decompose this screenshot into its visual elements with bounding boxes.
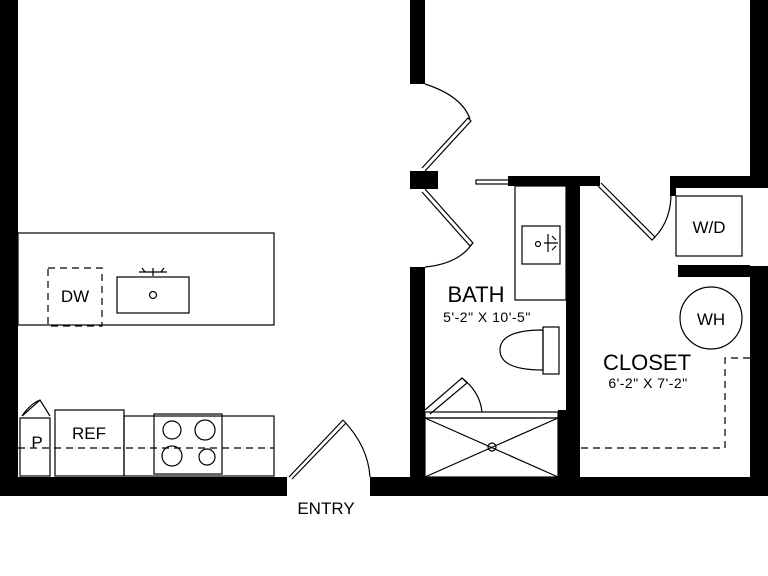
wall-right-lower — [750, 266, 768, 496]
entry-door-leaf — [288, 419, 344, 478]
range-stove — [153, 413, 223, 475]
bath-door-lower-arc — [424, 243, 473, 268]
wall-shower-edge — [558, 410, 566, 480]
shower-curb — [424, 411, 559, 419]
water-heater-label: WH — [697, 310, 725, 329]
pantry-label: P — [31, 433, 42, 452]
water-heater — [679, 286, 743, 350]
bath-door — [421, 83, 474, 268]
wall-bath-jamb — [410, 171, 438, 189]
dishwasher-label: DW — [61, 287, 89, 306]
shower-pan-diagonal — [424, 417, 559, 478]
entry-label: ENTRY — [297, 499, 354, 518]
pantry-box — [19, 417, 51, 477]
vanity-sink — [521, 225, 561, 265]
closet: W/D WH CLOSET 6'-2" X 7'-2" — [580, 195, 750, 449]
vanity — [514, 185, 567, 301]
bath-label: BATH — [447, 282, 504, 307]
refrigerator-label: REF — [72, 424, 106, 443]
vanity-faucet-icon — [544, 234, 558, 252]
bath-door-upper-leaf — [421, 117, 472, 172]
wall-bath-top-header — [508, 176, 600, 186]
bath-door-lower-leaf — [421, 188, 474, 247]
toilet-bowl — [499, 329, 544, 371]
wall-closet-top-jamb — [670, 176, 676, 196]
entry-door-leaf-edge — [291, 422, 347, 480]
island-sink — [116, 276, 190, 314]
pantry-door-swing — [21, 399, 51, 417]
closet-door-arc — [653, 189, 672, 239]
washer-dryer — [675, 195, 743, 257]
wall-bath-closet-partition — [566, 186, 580, 482]
island-counter — [17, 232, 275, 326]
kitchen-counter: P REF — [18, 399, 275, 477]
entry-door-swing-arc — [342, 419, 371, 478]
wall-left — [0, 0, 18, 496]
bath-top-rail — [475, 179, 511, 185]
sink-faucet-icon — [139, 267, 167, 276]
refrigerator — [54, 409, 125, 477]
burner-icon — [194, 419, 216, 441]
burner-icon — [162, 420, 182, 440]
entry-door — [288, 419, 371, 480]
burner-icon — [198, 448, 216, 466]
closet-door-leaf — [597, 182, 656, 241]
wall-right-upper — [750, 0, 768, 188]
dishwasher-outline — [47, 267, 103, 327]
wall-bath-upper — [410, 0, 425, 84]
bathroom: BATH 5'-2" X 10'-5" — [424, 179, 567, 478]
vanity-drain — [534, 240, 542, 248]
wall-closet-top — [670, 176, 768, 188]
closet-dimension: 6'-2" X 7'-2" — [608, 375, 687, 391]
kitchen-island: DW — [17, 232, 275, 327]
closet-shelf-dashed — [580, 357, 750, 449]
closet-label: CLOSET — [603, 350, 691, 375]
wall-bottom-left — [0, 477, 287, 496]
sink-drain — [148, 290, 158, 300]
shower-drain — [487, 442, 497, 452]
walls — [0, 0, 768, 496]
wall-bottom-right — [370, 477, 768, 496]
washer-dryer-label: W/D — [692, 218, 725, 237]
shower-pan — [424, 417, 559, 478]
shower-door-swing — [424, 377, 483, 415]
counter-top — [123, 415, 275, 477]
wall-bath-lower — [410, 267, 425, 481]
toilet-tank — [542, 326, 560, 375]
bath-door-upper-arc — [424, 83, 471, 120]
bath-dimension: 5'-2" X 10'-5" — [443, 309, 531, 325]
burner-icon — [161, 445, 183, 467]
wall-wd-shelf — [678, 265, 750, 277]
closet-door — [597, 182, 672, 241]
